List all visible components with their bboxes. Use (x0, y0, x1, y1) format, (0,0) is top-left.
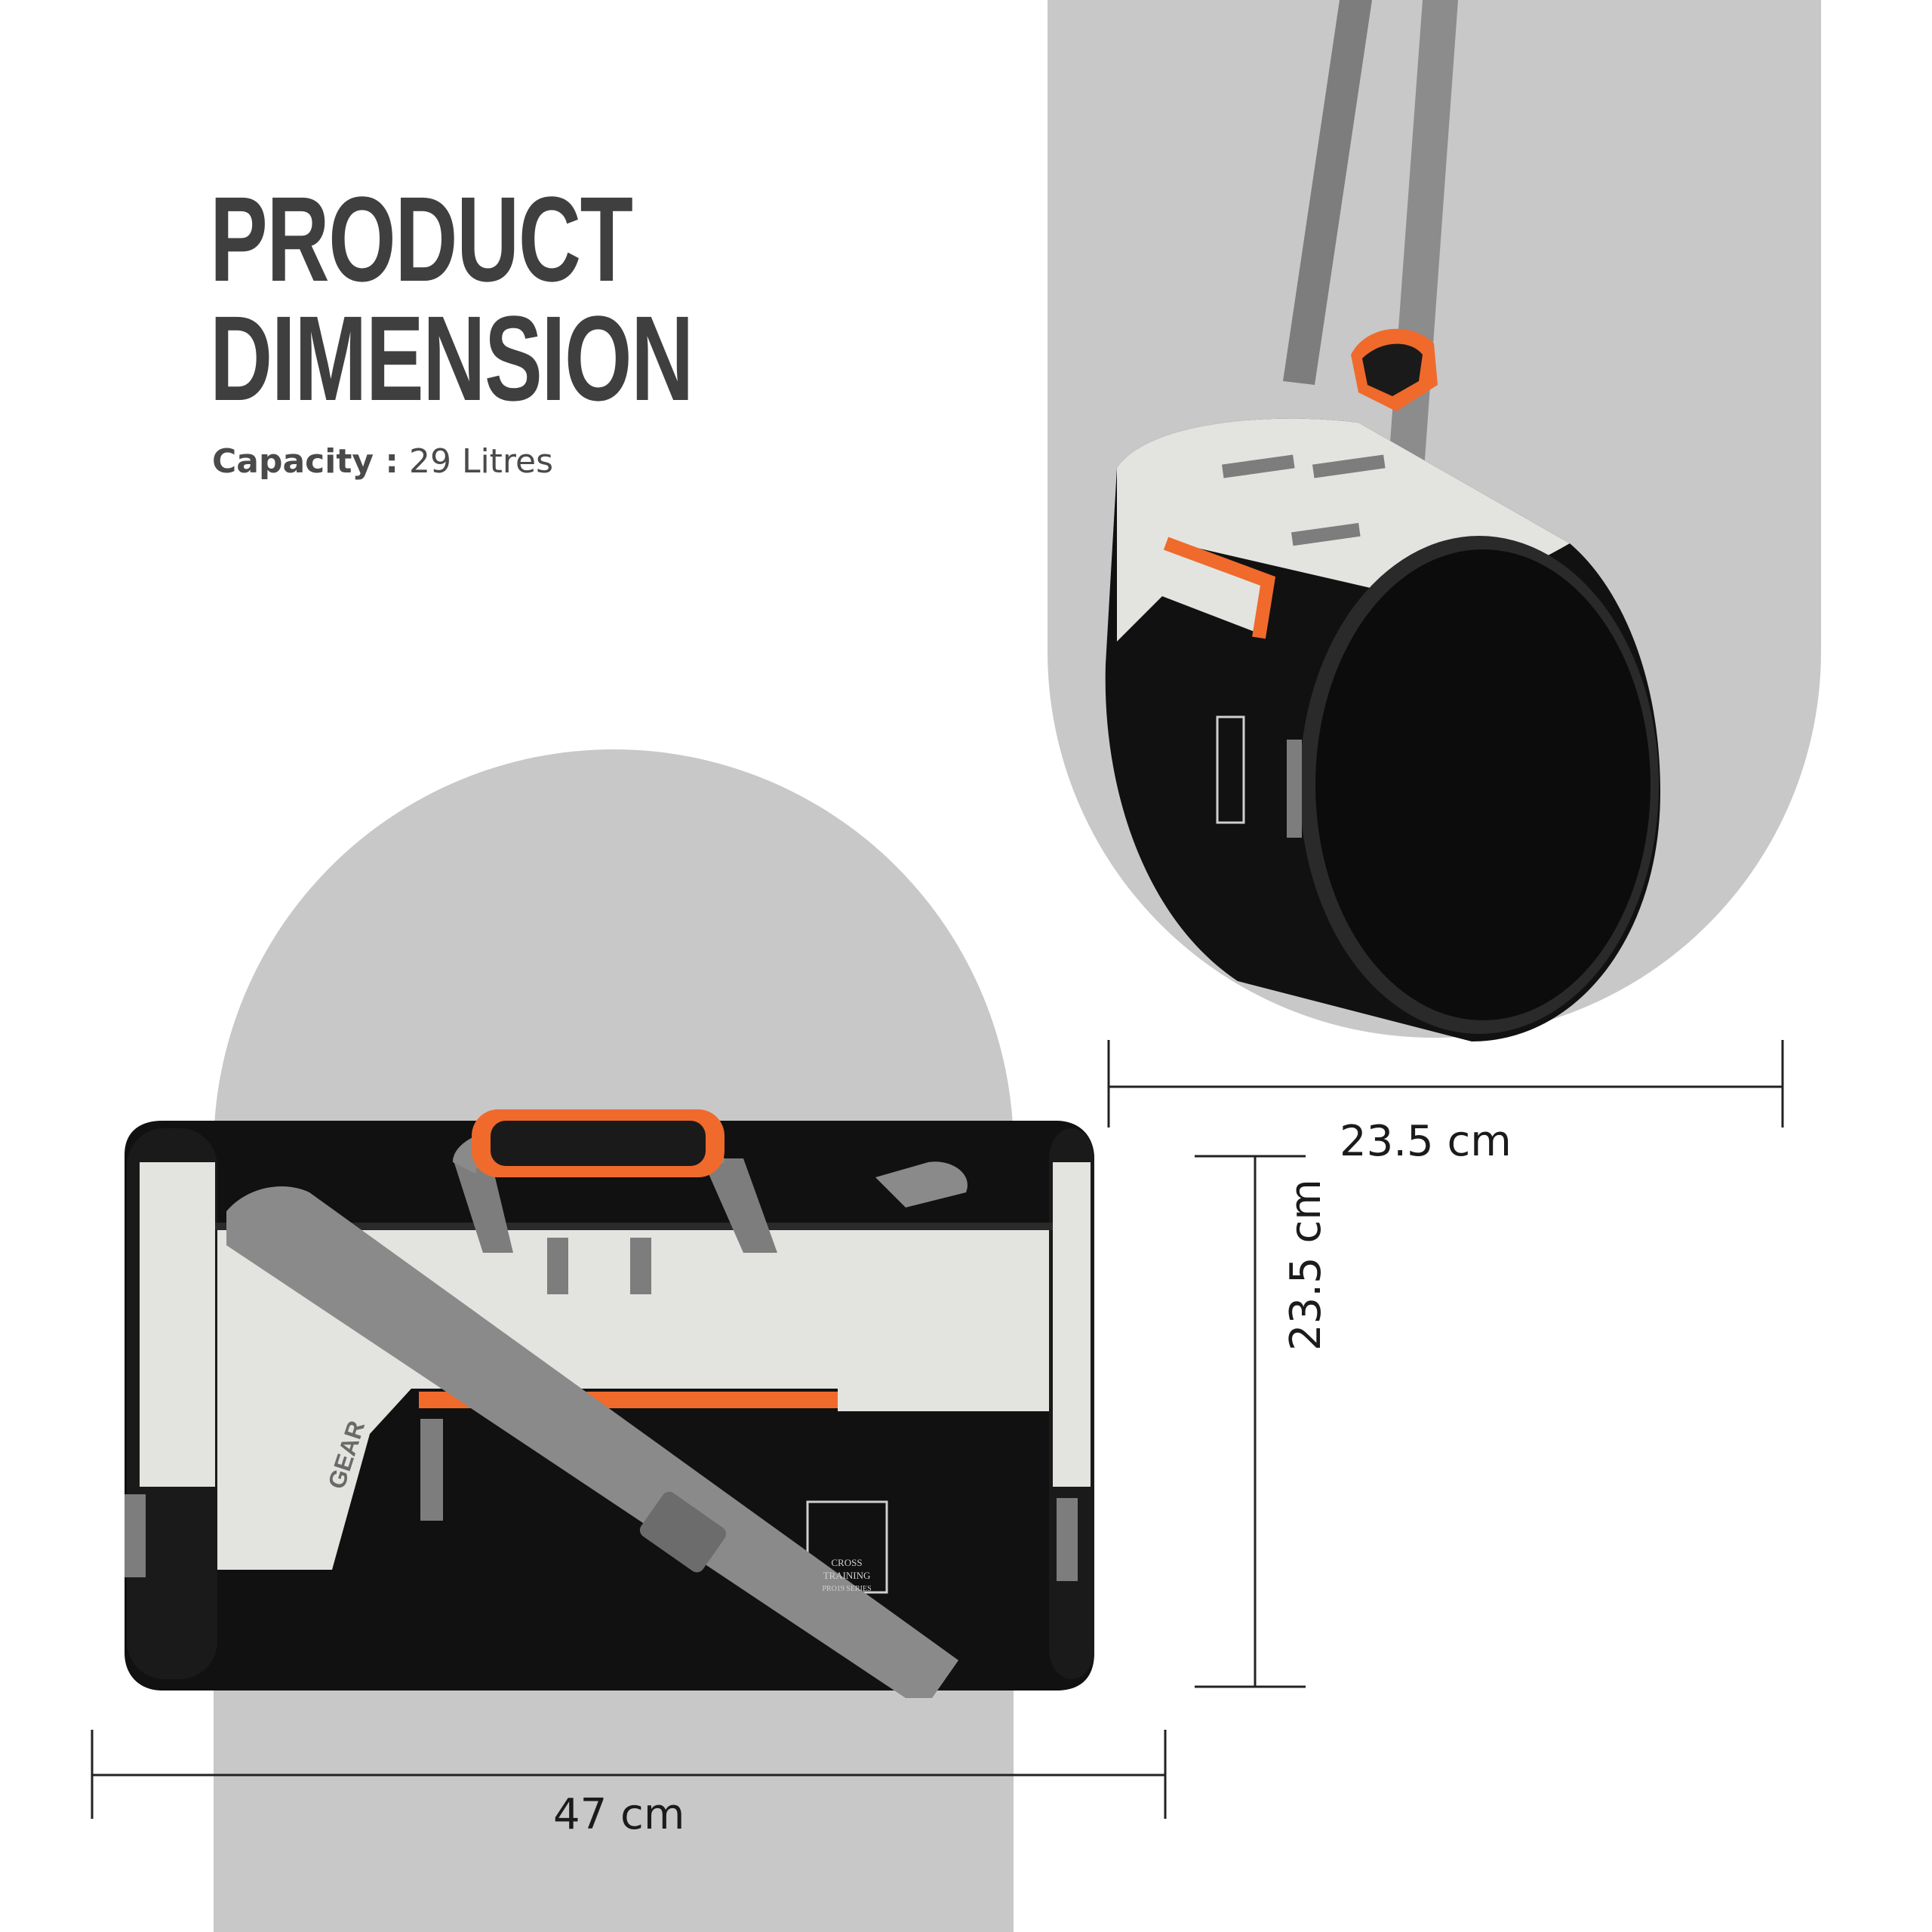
strap-buckle (639, 1491, 727, 1573)
height-dimension-line (1195, 1155, 1306, 1688)
shoulder-strap-right (875, 1161, 968, 1208)
handle-strap-left (453, 1158, 513, 1253)
front-bag-image (125, 1109, 1094, 1698)
zip-pull-2 (630, 1238, 651, 1294)
height-label: 23.5 cm (1281, 1179, 1331, 1351)
width-label: 47 cm (553, 1790, 685, 1839)
hanging-strap-right (1387, 0, 1458, 491)
zip-pull-1 (547, 1238, 568, 1294)
capacity-value: 29 Litres (408, 442, 554, 481)
hanging-bag-tab-3 (1291, 522, 1361, 546)
patch-line-1: CROSS (831, 1557, 862, 1568)
hanging-strap-left (1283, 0, 1372, 385)
depth-label: 23.5 cm (1340, 1117, 1512, 1166)
hanging-bag-patch (1216, 715, 1245, 824)
hanging-bag-end-cap (1315, 549, 1651, 1020)
hanging-bag-tab-2 (1312, 454, 1386, 478)
hanging-bag-tab-1 (1221, 454, 1295, 478)
shoulder-strap (226, 1186, 958, 1698)
left-end-zip-pull (125, 1494, 146, 1577)
patch-line-3: PRO19 SERIES (822, 1585, 871, 1593)
hanging-bag-zip-pull (1287, 740, 1302, 838)
hanging-bag-zip-trim (1163, 537, 1276, 639)
capacity-text: Capacity : 29 Litres (212, 442, 553, 481)
handle-strap-right (702, 1158, 777, 1253)
right-end-zip-pull (1057, 1498, 1078, 1581)
page-title: PRODUCT DIMENSION (210, 171, 694, 426)
front-bag-right-end-panel (1053, 1162, 1091, 1487)
hanging-bag-handle-grip (1362, 343, 1423, 396)
width-dimension-line (91, 1730, 1167, 1819)
title-line-2: DIMENSION (210, 291, 694, 426)
front-bag-left-end-panel (140, 1162, 215, 1487)
capacity-label: Capacity : (212, 442, 398, 481)
patch-line-2: TRAINING (823, 1570, 871, 1581)
hanging-bag-image (1105, 0, 1660, 1041)
grab-handle-grip (491, 1121, 706, 1166)
pocket-zip-pull (420, 1419, 443, 1521)
depth-dimension-line (1107, 1040, 1784, 1128)
title-line-1: PRODUCT (210, 171, 633, 306)
